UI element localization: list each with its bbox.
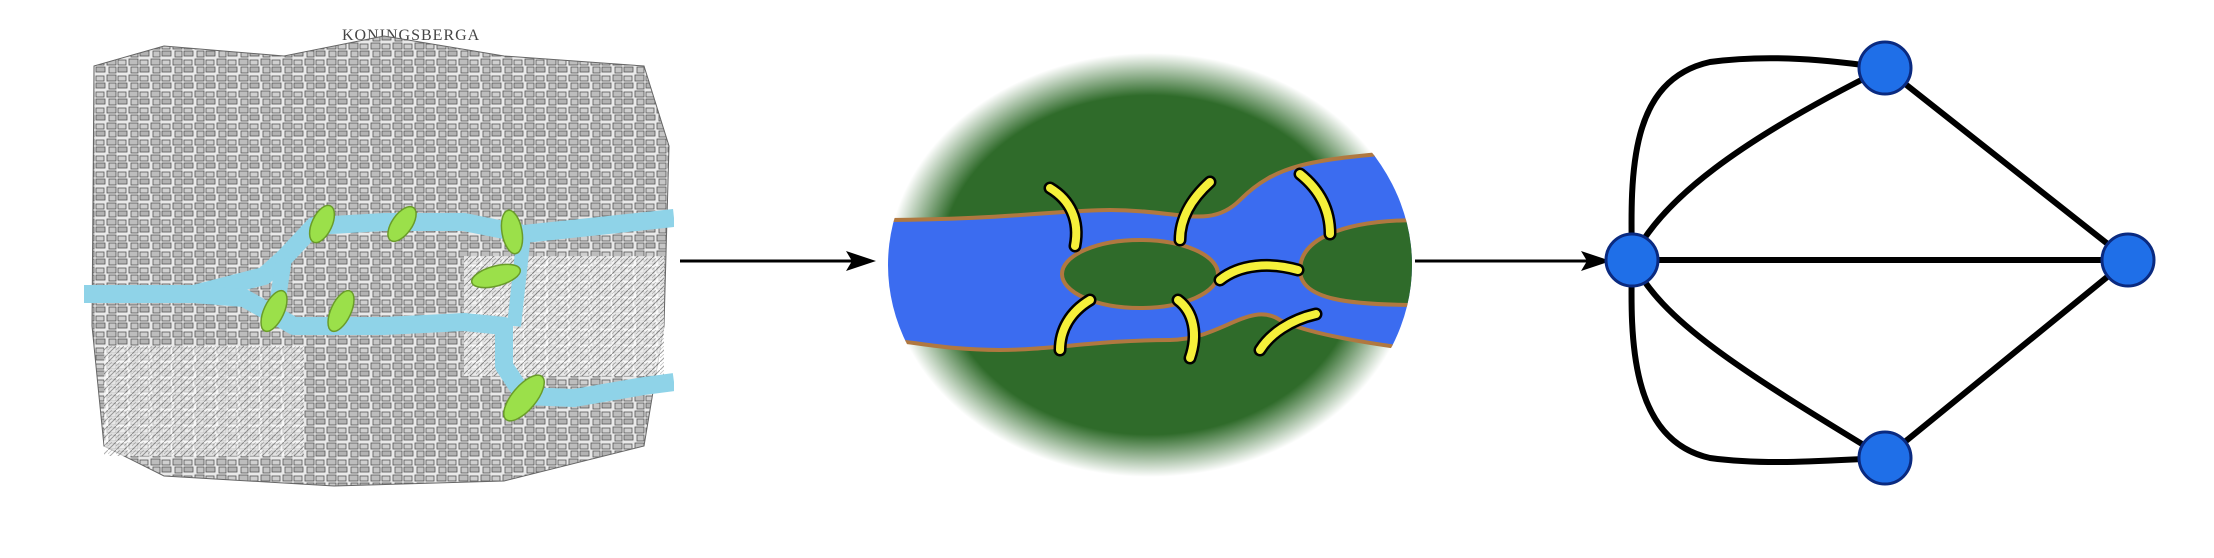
map-bridge xyxy=(260,289,288,333)
abstract-bridge xyxy=(1046,184,1081,250)
graph-edge xyxy=(1882,65,2131,263)
abstract-bridge xyxy=(1176,178,1214,244)
abstract-bridge xyxy=(1256,310,1320,354)
abstract-bridge xyxy=(1056,296,1094,354)
map-bridge xyxy=(503,374,545,422)
graph-node-south xyxy=(1857,430,1913,486)
map-bridges xyxy=(260,204,545,422)
map-bridge xyxy=(308,204,336,244)
graph-node-north xyxy=(1857,40,1913,96)
abstract-landscape xyxy=(888,53,1412,477)
right-arrow-icon xyxy=(680,251,876,271)
graph-node-east xyxy=(2100,232,2156,288)
abstract-bridges xyxy=(1043,167,1337,365)
right-arrow-icon xyxy=(1415,251,1611,271)
abstract-bridge xyxy=(1296,170,1334,238)
graph-edge xyxy=(1628,55,1888,263)
graph-node-west xyxy=(1604,232,1660,288)
map-bridge xyxy=(327,289,355,333)
abstract-bridge xyxy=(1216,261,1302,284)
map-bridge xyxy=(500,209,524,255)
graph-edge xyxy=(1882,257,2131,461)
map-bridge xyxy=(387,205,417,243)
graph-edge xyxy=(1629,257,1888,461)
map-bridge xyxy=(470,263,522,289)
konigsberg-graph xyxy=(1604,40,2156,486)
konigsberg-map: KONINGSBERGA xyxy=(84,27,674,487)
graph-nodes xyxy=(1604,40,2156,486)
graph-edge xyxy=(1628,257,1888,466)
abstract-bridge xyxy=(1174,296,1198,362)
graph-edge xyxy=(1629,65,1888,263)
graph-edges xyxy=(1628,55,2131,466)
